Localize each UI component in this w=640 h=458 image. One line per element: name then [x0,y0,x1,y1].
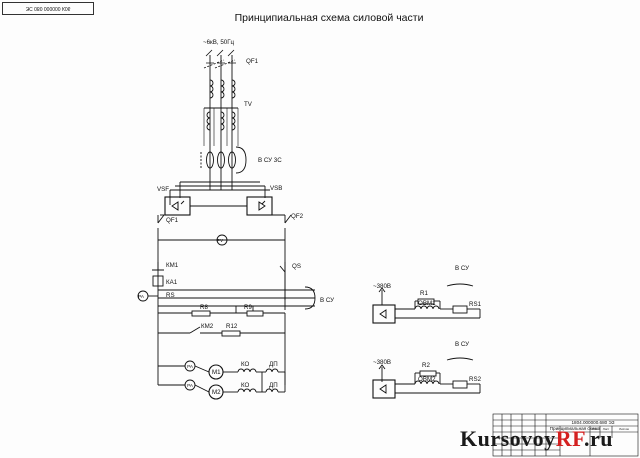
ko-1-label: КО [241,361,250,368]
obm1-label: ОВМ1 [418,300,436,307]
current-sensors [200,146,247,174]
vsb-label: VSB [270,185,282,192]
watermark-part3: .ru [584,426,613,451]
diagram-title: Принципиальная схема силовой части [235,12,424,24]
ka1-label: КА1 [166,279,178,286]
title-block-name: Принципиальная схема [550,426,601,431]
title-block-sheet: Лист [603,427,610,431]
supply-label: ~6кВ, 50Гц [203,39,235,46]
r12-label: R12 [226,323,238,330]
r9-label: R9 [244,304,252,311]
km2-label: КМ2 [201,323,214,330]
bsu-main-label: В СУ [320,297,334,304]
rs1-label: RS1 [469,301,482,308]
qf2-label: QF2 [291,213,304,220]
pv-meter-label: PV [217,238,224,243]
title-block-frame [492,413,639,457]
title-block-sheets: Листов [619,427,629,431]
site-watermark: KursovoyRF.ru [460,426,613,452]
rs2-label: RS2 [469,376,482,383]
pa-motor2-label: PA [187,383,194,388]
obm2-label: ОВМ2 [418,376,436,383]
watermark-part2: RF [555,426,584,451]
dp-2-label: ДП [269,382,278,389]
rs-label: RS [166,292,175,299]
m2-label: М2 [212,389,221,396]
field-circuit-2 [372,357,481,399]
pa-motor1-label: PA [187,364,194,369]
watermark-part1: Kursovoy [460,426,556,451]
r2-label: R2 [422,362,430,369]
title-block-code: 1804.000000.680 ЭЗ [571,420,614,425]
v380-a-label: ~380В [373,283,391,290]
pa-meter-label: PA [138,294,145,299]
dp-1-label: ДП [269,361,278,368]
vsb-converter [246,196,273,216]
m1-label: М1 [212,369,221,376]
field-circuit-1 [372,283,481,324]
r8-label: R8 [200,304,208,311]
r1-label: R1 [420,290,428,297]
qf1-top-label: QF1 [246,58,259,65]
ko-2-label: КО [241,382,250,389]
bsu-3c-label: В СУ 3С [258,157,282,164]
qs-label: QS [292,263,301,270]
title-block-stage: Лит. [592,427,598,431]
qf1-label: QF1 [166,217,179,224]
vsf-label: VSF [157,186,169,193]
tv-label: TV [244,101,253,108]
cu-a-label: В СУ [455,265,469,272]
transformer-upper-coils [209,79,236,99]
km1-label: КМ1 [166,262,179,269]
v380-b-label: ~380В [373,359,391,366]
tv-transformer [203,107,239,146]
vsf-converter [164,196,191,216]
cu-b-label: В СУ [455,341,469,348]
